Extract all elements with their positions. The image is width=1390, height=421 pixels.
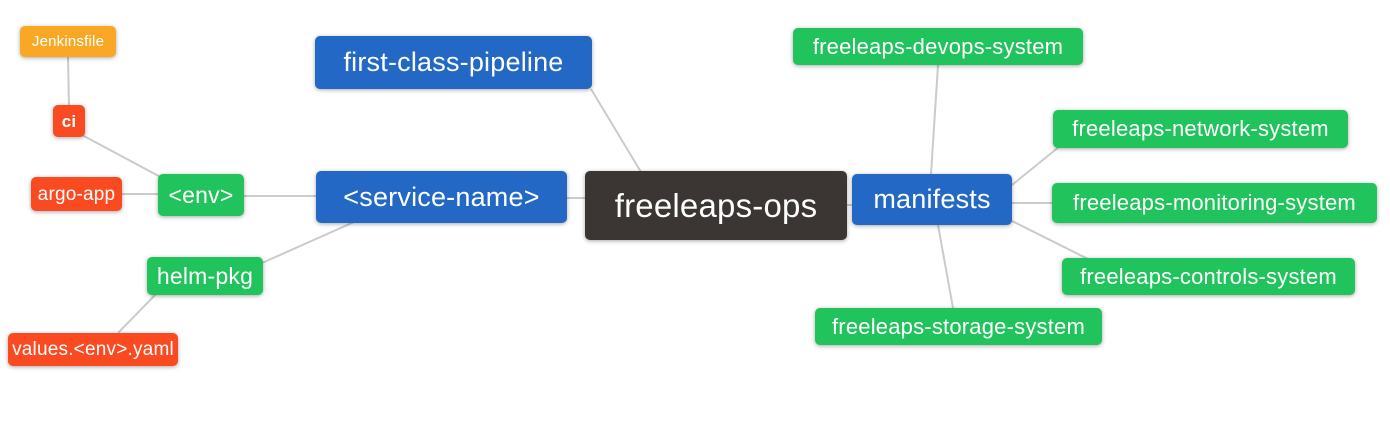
edge-ci-to-env xyxy=(81,134,169,182)
node-monitoring-system[interactable]: freeleaps-monitoring-system xyxy=(1052,183,1377,223)
node-ci[interactable]: ci xyxy=(53,105,85,137)
edge-first-class-pipeline-to-freeleaps-ops xyxy=(590,88,642,173)
node-values-env-yaml[interactable]: values.<env>.yaml xyxy=(8,333,178,366)
node-freeleaps-ops[interactable]: freeleaps-ops xyxy=(585,171,847,240)
node-jenkinsfile[interactable]: Jenkinsfile xyxy=(20,26,116,57)
node-service-name[interactable]: <service-name> xyxy=(316,171,567,223)
node-helm-pkg[interactable]: helm-pkg xyxy=(147,257,263,295)
edge-manifests-to-controls-system xyxy=(1011,220,1093,262)
node-controls-system[interactable]: freeleaps-controls-system xyxy=(1062,258,1355,295)
node-env[interactable]: <env> xyxy=(158,174,244,216)
edge-jenkinsfile-to-ci xyxy=(67,56,70,107)
edge-manifests-to-network-system xyxy=(1011,145,1061,186)
edge-values-env-yaml-to-helm-pkg xyxy=(117,293,157,334)
edge-manifests-to-devops-system xyxy=(930,64,939,175)
edge-manifests-to-storage-system xyxy=(937,224,954,309)
node-first-class-pipeline[interactable]: first-class-pipeline xyxy=(315,36,592,89)
node-argo-app[interactable]: argo-app xyxy=(31,177,122,211)
node-network-system[interactable]: freeleaps-network-system xyxy=(1053,110,1348,148)
node-devops-system[interactable]: freeleaps-devops-system xyxy=(793,28,1083,65)
node-storage-system[interactable]: freeleaps-storage-system xyxy=(815,308,1102,345)
edge-helm-pkg-to-service-name xyxy=(261,221,355,264)
node-manifests[interactable]: manifests xyxy=(852,174,1012,225)
